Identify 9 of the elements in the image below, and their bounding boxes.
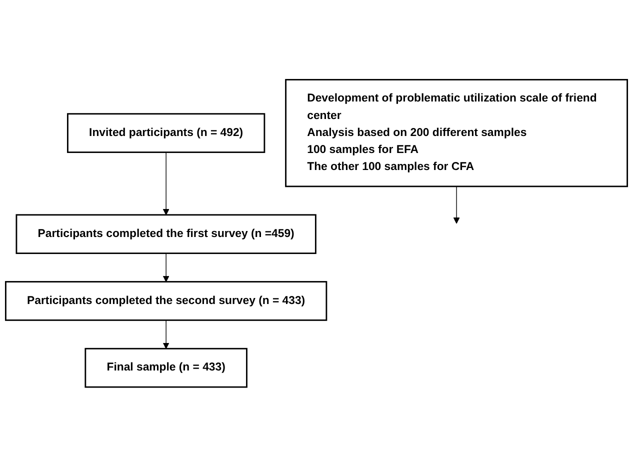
arrow: [162, 320, 170, 350]
node-box: Development of problematic utilization scale of friend center Analysis based on 200 different samples 100 samples for EFA The other 100 samples for CFA: [285, 79, 628, 188]
arrow: [162, 152, 170, 216]
node-box: Participants completed the second survey (n = 433): [4, 281, 328, 322]
node-box: Final sample (n = 433): [84, 348, 248, 388]
node-box: Invited participants (n = 492): [67, 113, 266, 154]
node-box: Participants completed the first survey (n =459): [16, 214, 316, 254]
arrow: [162, 253, 170, 282]
arrow: [453, 186, 460, 224]
